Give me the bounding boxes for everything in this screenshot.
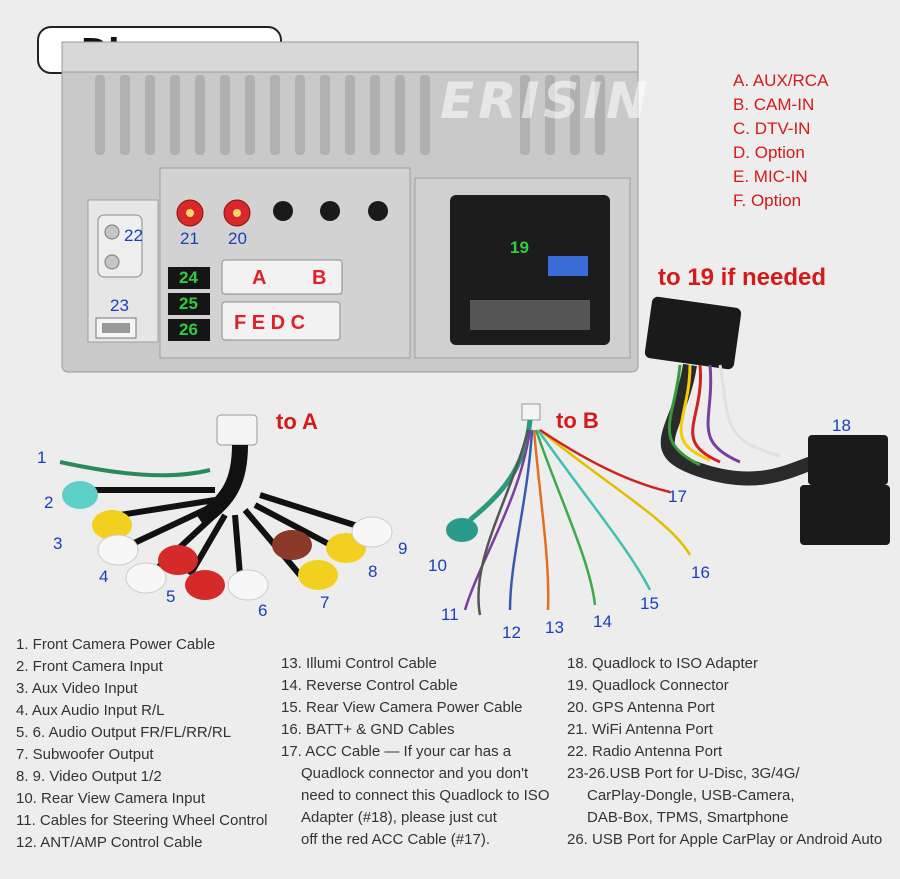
label-25: 25 [179,294,198,313]
legend-item: 11. Cables for Steering Wheel Control [16,812,268,829]
label-22: 22 [124,226,143,245]
brand-watermark: ERISIN [440,72,652,130]
quadlock-iso-adapter [644,296,890,545]
legend-item: 13. Illumi Control Cable [281,655,437,672]
legend-item: CarPlay-Dongle, USB-Camera, [587,787,795,804]
legend-item: 20. GPS Antenna Port [567,699,715,716]
port-code-list: A. AUX/RCA B. CAM-IN C. DTV-IN D. Option… [733,69,828,213]
legend-item: 14. Reverse Control Cable [281,677,458,694]
legend-item: 12. ANT/AMP Control Cable [16,834,203,851]
cable-label-15: 15 [640,594,659,613]
port-code-c: C. DTV-IN [733,119,811,138]
legend-item: DAB-Box, TPMS, Smartphone [587,809,789,826]
legend-column-2: 13. Illumi Control Cable 14. Reverse Con… [281,653,549,851]
cable-label-6: 6 [258,601,268,620]
to-a-label: to A [276,409,318,434]
cable-label-3: 3 [53,534,63,553]
legend-item: 4. Aux Audio Input R/L [16,702,165,719]
legend-item: off the red ACC Cable (#17). [301,831,490,848]
legend-column-1: 1. Front Camera Power Cable 2. Front Cam… [16,634,268,854]
cable-label-5: 5 [166,587,176,606]
legend-item: 21. WiFi Antenna Port [567,721,713,738]
cable-label-7: 7 [320,593,330,612]
port-code-b: B. CAM-IN [733,95,815,114]
port-code-d: D. Option [733,143,805,162]
legend-item: 5. 6. Audio Output FR/FL/RR/RL [16,724,232,741]
label-23: 23 [110,296,129,315]
legend-column-3: 18. Quadlock to ISO Adapter 19. Quadlock… [567,653,882,851]
legend-item: Quadlock connector and you don't [301,765,529,782]
cable-label-9: 9 [398,539,408,558]
cable-label-17: 17 [668,487,687,506]
port-fedc-label: F E D C [234,312,308,334]
legend-item: 10. Rear View Camera Input [16,790,205,807]
legend-item: 2. Front Camera Input [16,658,163,675]
legend-item: 3. Aux Video Input [16,680,138,697]
cable-label-8: 8 [368,562,378,581]
legend-item: 1. Front Camera Power Cable [16,636,216,653]
to-b-label: to B [556,408,599,433]
legend-item: 7. Subwoofer Output [16,746,154,763]
cable-label-2: 2 [44,493,54,512]
cable-label-12: 12 [502,623,521,642]
legend-item: Adapter (#18), please just cut [301,809,497,826]
legend-item: 18. Quadlock to ISO Adapter [567,655,758,672]
legend-item: 15. Rear View Camera Power Cable [281,699,523,716]
label-21: 21 [180,229,199,248]
cable-label-13: 13 [545,618,564,637]
port-a-label: A [252,267,269,289]
label-19: 19 [510,238,529,257]
port-code-e: E. MIC-IN [733,167,808,186]
legend-item: 26. USB Port for Apple CarPlay or Androi… [567,831,883,848]
cable-label-10: 10 [428,556,447,575]
port-code-a: A. AUX/RCA [733,71,829,90]
cable-label-1: 1 [37,448,47,467]
cam-cable-bundle [446,403,692,616]
cable-label-4: 4 [99,567,109,586]
port-b-label: B [312,267,329,289]
legend-item: 8. 9. Video Output 1/2 [16,768,162,785]
cable-label-16: 16 [691,563,710,582]
label-24: 24 [179,268,198,287]
cable-label-18: 18 [832,416,851,435]
legend-item: 16. BATT+ & GND Cables [281,721,455,738]
legend-item: 23-26.USB Port for U-Disc, 3G/4G/ [567,765,800,782]
label-20: 20 [228,229,247,248]
legend-item: 22. Radio Antenna Port [567,743,723,760]
legend-item: 19. Quadlock Connector [567,677,729,694]
cable-label-14: 14 [593,612,612,631]
rca-cable-bundle [59,414,393,601]
label-26: 26 [179,320,198,339]
cable-label-11: 11 [441,605,459,624]
port-code-f: F. Option [733,191,802,210]
head-unit-back [61,41,639,373]
note-to-19: to 19 if needed [658,264,827,291]
legend-item: 17. ACC Cable — If your car has a [281,743,512,760]
legend-item: need to connect this Quadlock to ISO [301,787,550,804]
